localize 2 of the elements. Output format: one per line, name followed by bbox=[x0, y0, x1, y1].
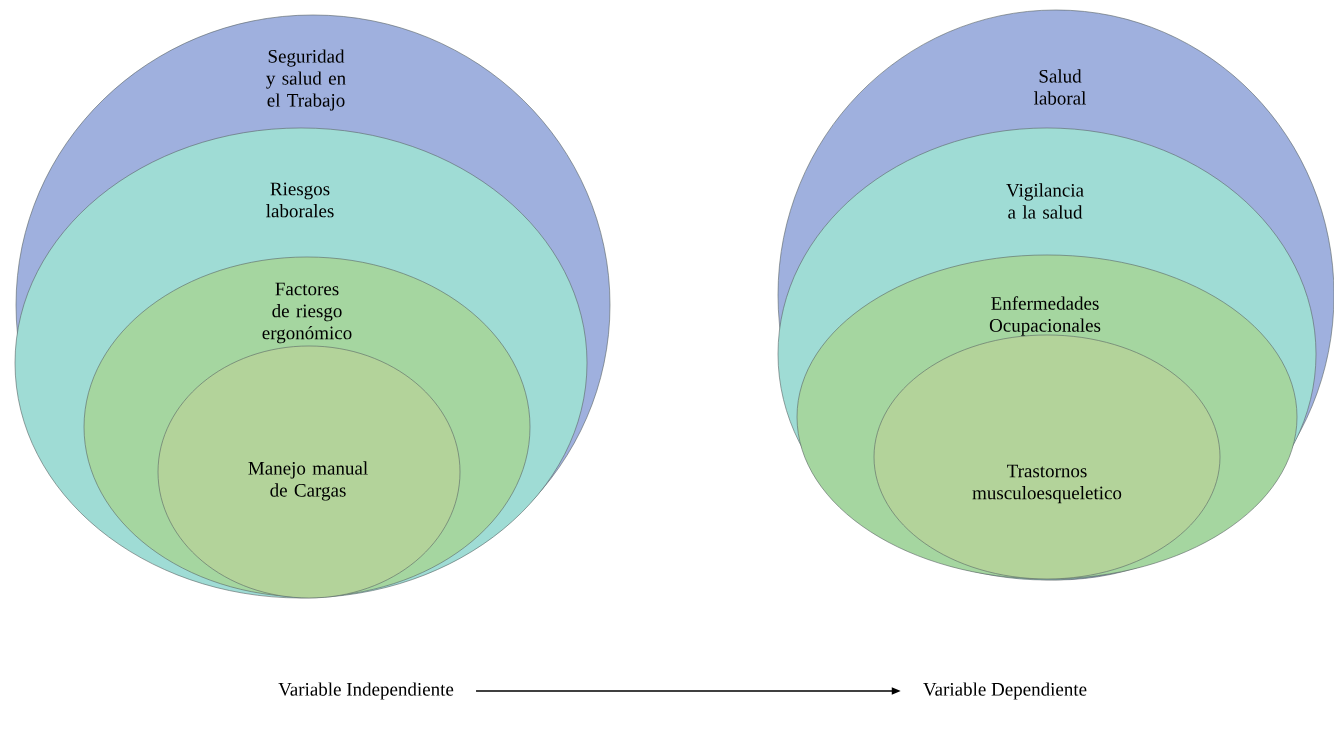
variable-label: Variable Dependiente bbox=[923, 682, 1087, 700]
variable-label: Variable Independiente bbox=[278, 682, 454, 700]
